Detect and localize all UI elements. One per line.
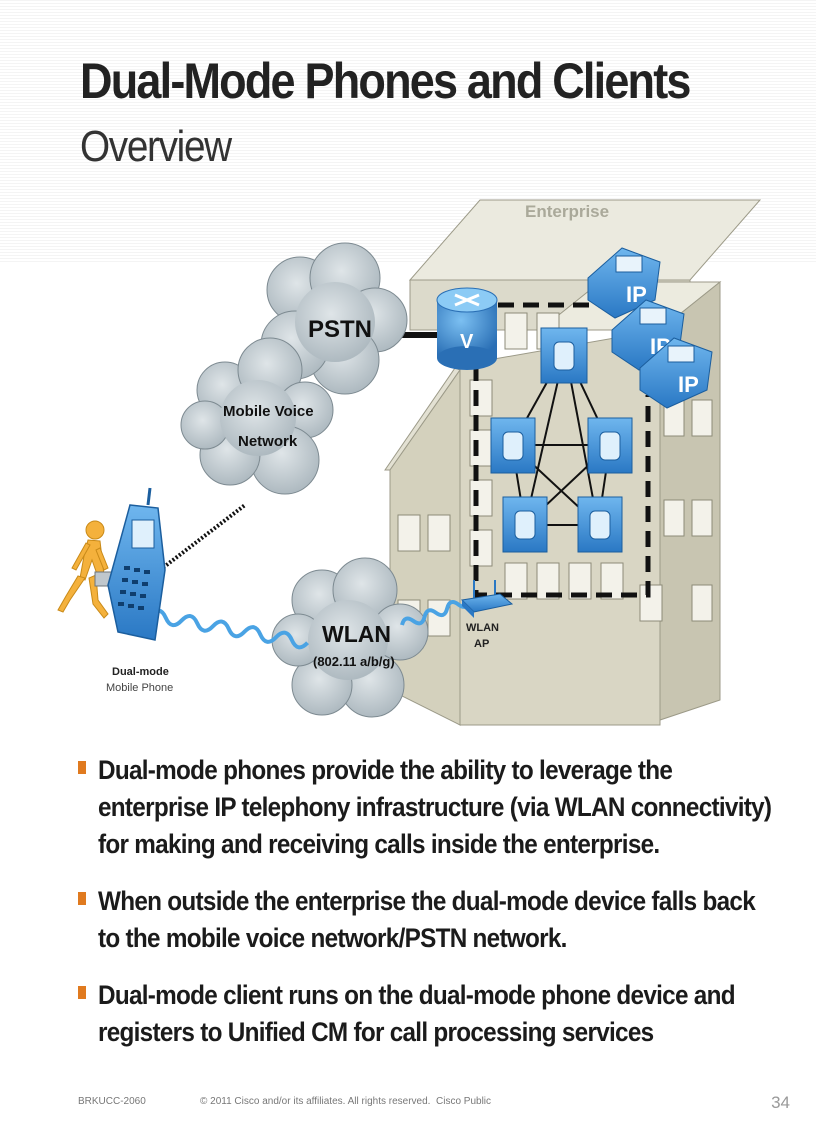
pstn-label: PSTN	[308, 316, 372, 343]
ip-phone-icon: IP	[587, 247, 661, 319]
bullet-text: Dual-mode client runs on the dual-mode p…	[98, 980, 736, 1047]
phone-label: Dual-mode	[112, 666, 169, 678]
bullet-text: When outside the enterprise the dual-mod…	[98, 886, 756, 953]
bullet-marker	[78, 761, 86, 774]
wlan-sub-label: (802.11 a/b/g)	[313, 654, 395, 669]
bullet-text: Dual-mode phones provide the ability to …	[98, 755, 772, 859]
call-agent-server	[490, 417, 536, 474]
cellular-link	[158, 503, 247, 572]
bullet-item: Dual-mode client runs on the dual-mode p…	[78, 977, 778, 1051]
phone-label: Mobile Phone	[106, 682, 173, 694]
slide-title: Dual-Mode Phones and Clients	[80, 53, 691, 109]
page-number: 34	[771, 1093, 790, 1112]
slide-subtitle: Overview	[80, 122, 232, 171]
wlan-ap-label: WLAN	[466, 622, 499, 634]
mobile-voice-label: Mobile Voice	[223, 403, 314, 420]
bullet-marker	[78, 892, 86, 905]
call-agent-server	[587, 417, 633, 474]
wlan-cloud	[271, 557, 429, 718]
ip-badge: IP	[626, 282, 647, 307]
mobile-voice-cloud	[180, 337, 334, 495]
walking-person-icon	[57, 520, 114, 619]
ip-phone-icon: IP	[639, 337, 713, 409]
wifi-link-phone-wlan	[148, 608, 310, 650]
dual-mode-phone-icon	[107, 487, 166, 641]
voice-router-icon: V	[436, 287, 498, 370]
call-agent-server	[540, 327, 588, 384]
ip-badge: IP	[678, 372, 699, 397]
mobile-voice-label: Network	[238, 433, 298, 450]
router-badge: V	[460, 331, 474, 353]
bullet-marker	[78, 986, 86, 999]
enterprise-building	[384, 199, 762, 726]
wifi-link-wlan-ap	[400, 599, 472, 626]
network-diagram: Enterprise IP	[57, 199, 762, 726]
bullet-list: Dual-mode phones provide the ability to …	[78, 752, 778, 1071]
footer-session-id: BRKUCC-2060	[78, 1096, 146, 1107]
footer-classification: Cisco Public	[436, 1096, 492, 1107]
wlan-label: WLAN	[322, 621, 391, 647]
wlan-ap-label: AP	[474, 638, 489, 650]
call-agent-server	[577, 496, 623, 553]
footer-copyright: © 2011 Cisco and/or its affiliates. All …	[200, 1096, 431, 1107]
bullet-item: Dual-mode phones provide the ability to …	[78, 752, 778, 863]
pstn-cloud	[260, 242, 408, 395]
call-agent-server	[502, 496, 548, 553]
bullet-item: When outside the enterprise the dual-mod…	[78, 883, 778, 957]
wlan-ap-icon	[460, 580, 514, 618]
enterprise-label: Enterprise	[525, 202, 609, 221]
